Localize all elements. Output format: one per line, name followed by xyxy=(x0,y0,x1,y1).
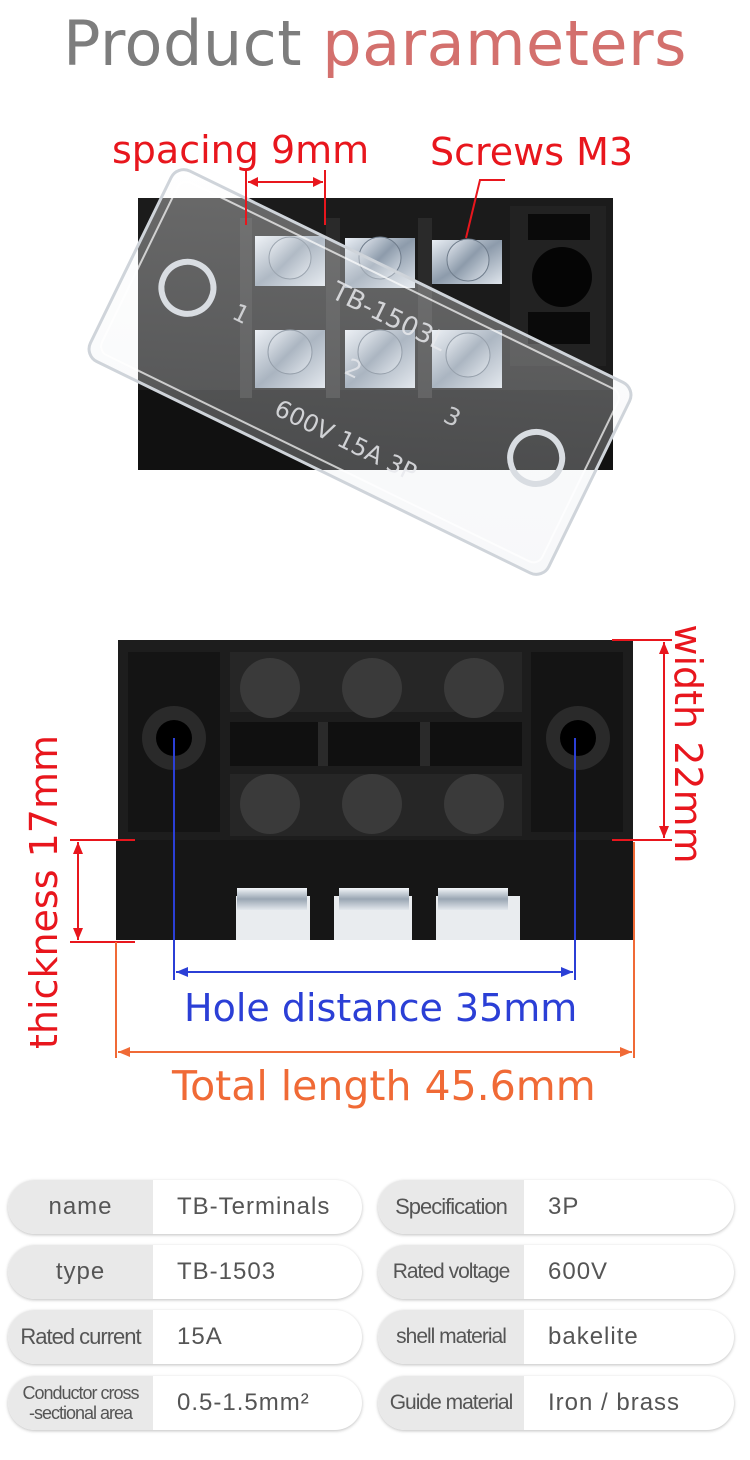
spec-key: Guide material xyxy=(378,1376,524,1430)
spec-value: TB-1503 xyxy=(153,1245,277,1299)
spec-key-line: Conductor cross xyxy=(22,1383,139,1403)
spec-value: 15A xyxy=(153,1310,223,1364)
total-length-label: Total length 45.6mm xyxy=(172,1062,596,1110)
title-word-product: Product xyxy=(63,7,303,80)
product-photo-top: TB-1503L 600V 15A 3P 1 2 3 xyxy=(87,168,633,576)
spec-row-type: type TB-1503 xyxy=(8,1245,362,1299)
clear-cover: TB-1503L 600V 15A 3P 1 2 3 xyxy=(87,168,633,576)
spec-row-name: name TB-Terminals xyxy=(8,1180,362,1234)
spec-key: Conductor cross -sectional area xyxy=(8,1376,153,1430)
spec-key-line: -sectional area xyxy=(28,1403,133,1423)
title-word-parameters: parameters xyxy=(322,7,687,80)
page-title: Product parameters xyxy=(0,6,750,82)
spec-key: Rated current xyxy=(8,1310,153,1364)
thickness-label: thickness 17mm xyxy=(22,735,66,1049)
spec-key: name xyxy=(8,1180,153,1234)
screws-label: Screws M3 xyxy=(430,130,634,174)
spec-row-guide-material: Guide material Iron / brass xyxy=(378,1376,734,1430)
spec-value: 600V xyxy=(524,1245,609,1299)
product-photo-bottom xyxy=(70,639,672,1058)
spec-value: 3P xyxy=(524,1180,580,1234)
spec-key: Rated voltage xyxy=(378,1245,524,1299)
spec-value: bakelite xyxy=(524,1310,639,1364)
spec-row-conductor-area: Conductor cross -sectional area 0.5-1.5m… xyxy=(8,1376,362,1430)
spec-key: type xyxy=(8,1245,153,1299)
spec-row-specification: Specification 3P xyxy=(378,1180,734,1234)
spec-value: TB-Terminals xyxy=(153,1180,331,1234)
spec-row-rated-current: Rated current 15A xyxy=(8,1310,362,1364)
spec-row-rated-voltage: Rated voltage 600V xyxy=(378,1245,734,1299)
spacing-label: spacing 9mm xyxy=(112,128,370,172)
width-label: width 22mm xyxy=(666,624,710,864)
spec-value: 0.5-1.5mm² xyxy=(153,1376,310,1430)
spec-key: Specification xyxy=(378,1180,524,1234)
spec-key: shell material xyxy=(378,1310,524,1364)
spec-row-shell-material: shell material bakelite xyxy=(378,1310,734,1364)
spec-value: Iron / brass xyxy=(524,1376,681,1430)
hole-distance-label: Hole distance 35mm xyxy=(184,986,578,1030)
screw-hole-icon xyxy=(240,658,504,834)
